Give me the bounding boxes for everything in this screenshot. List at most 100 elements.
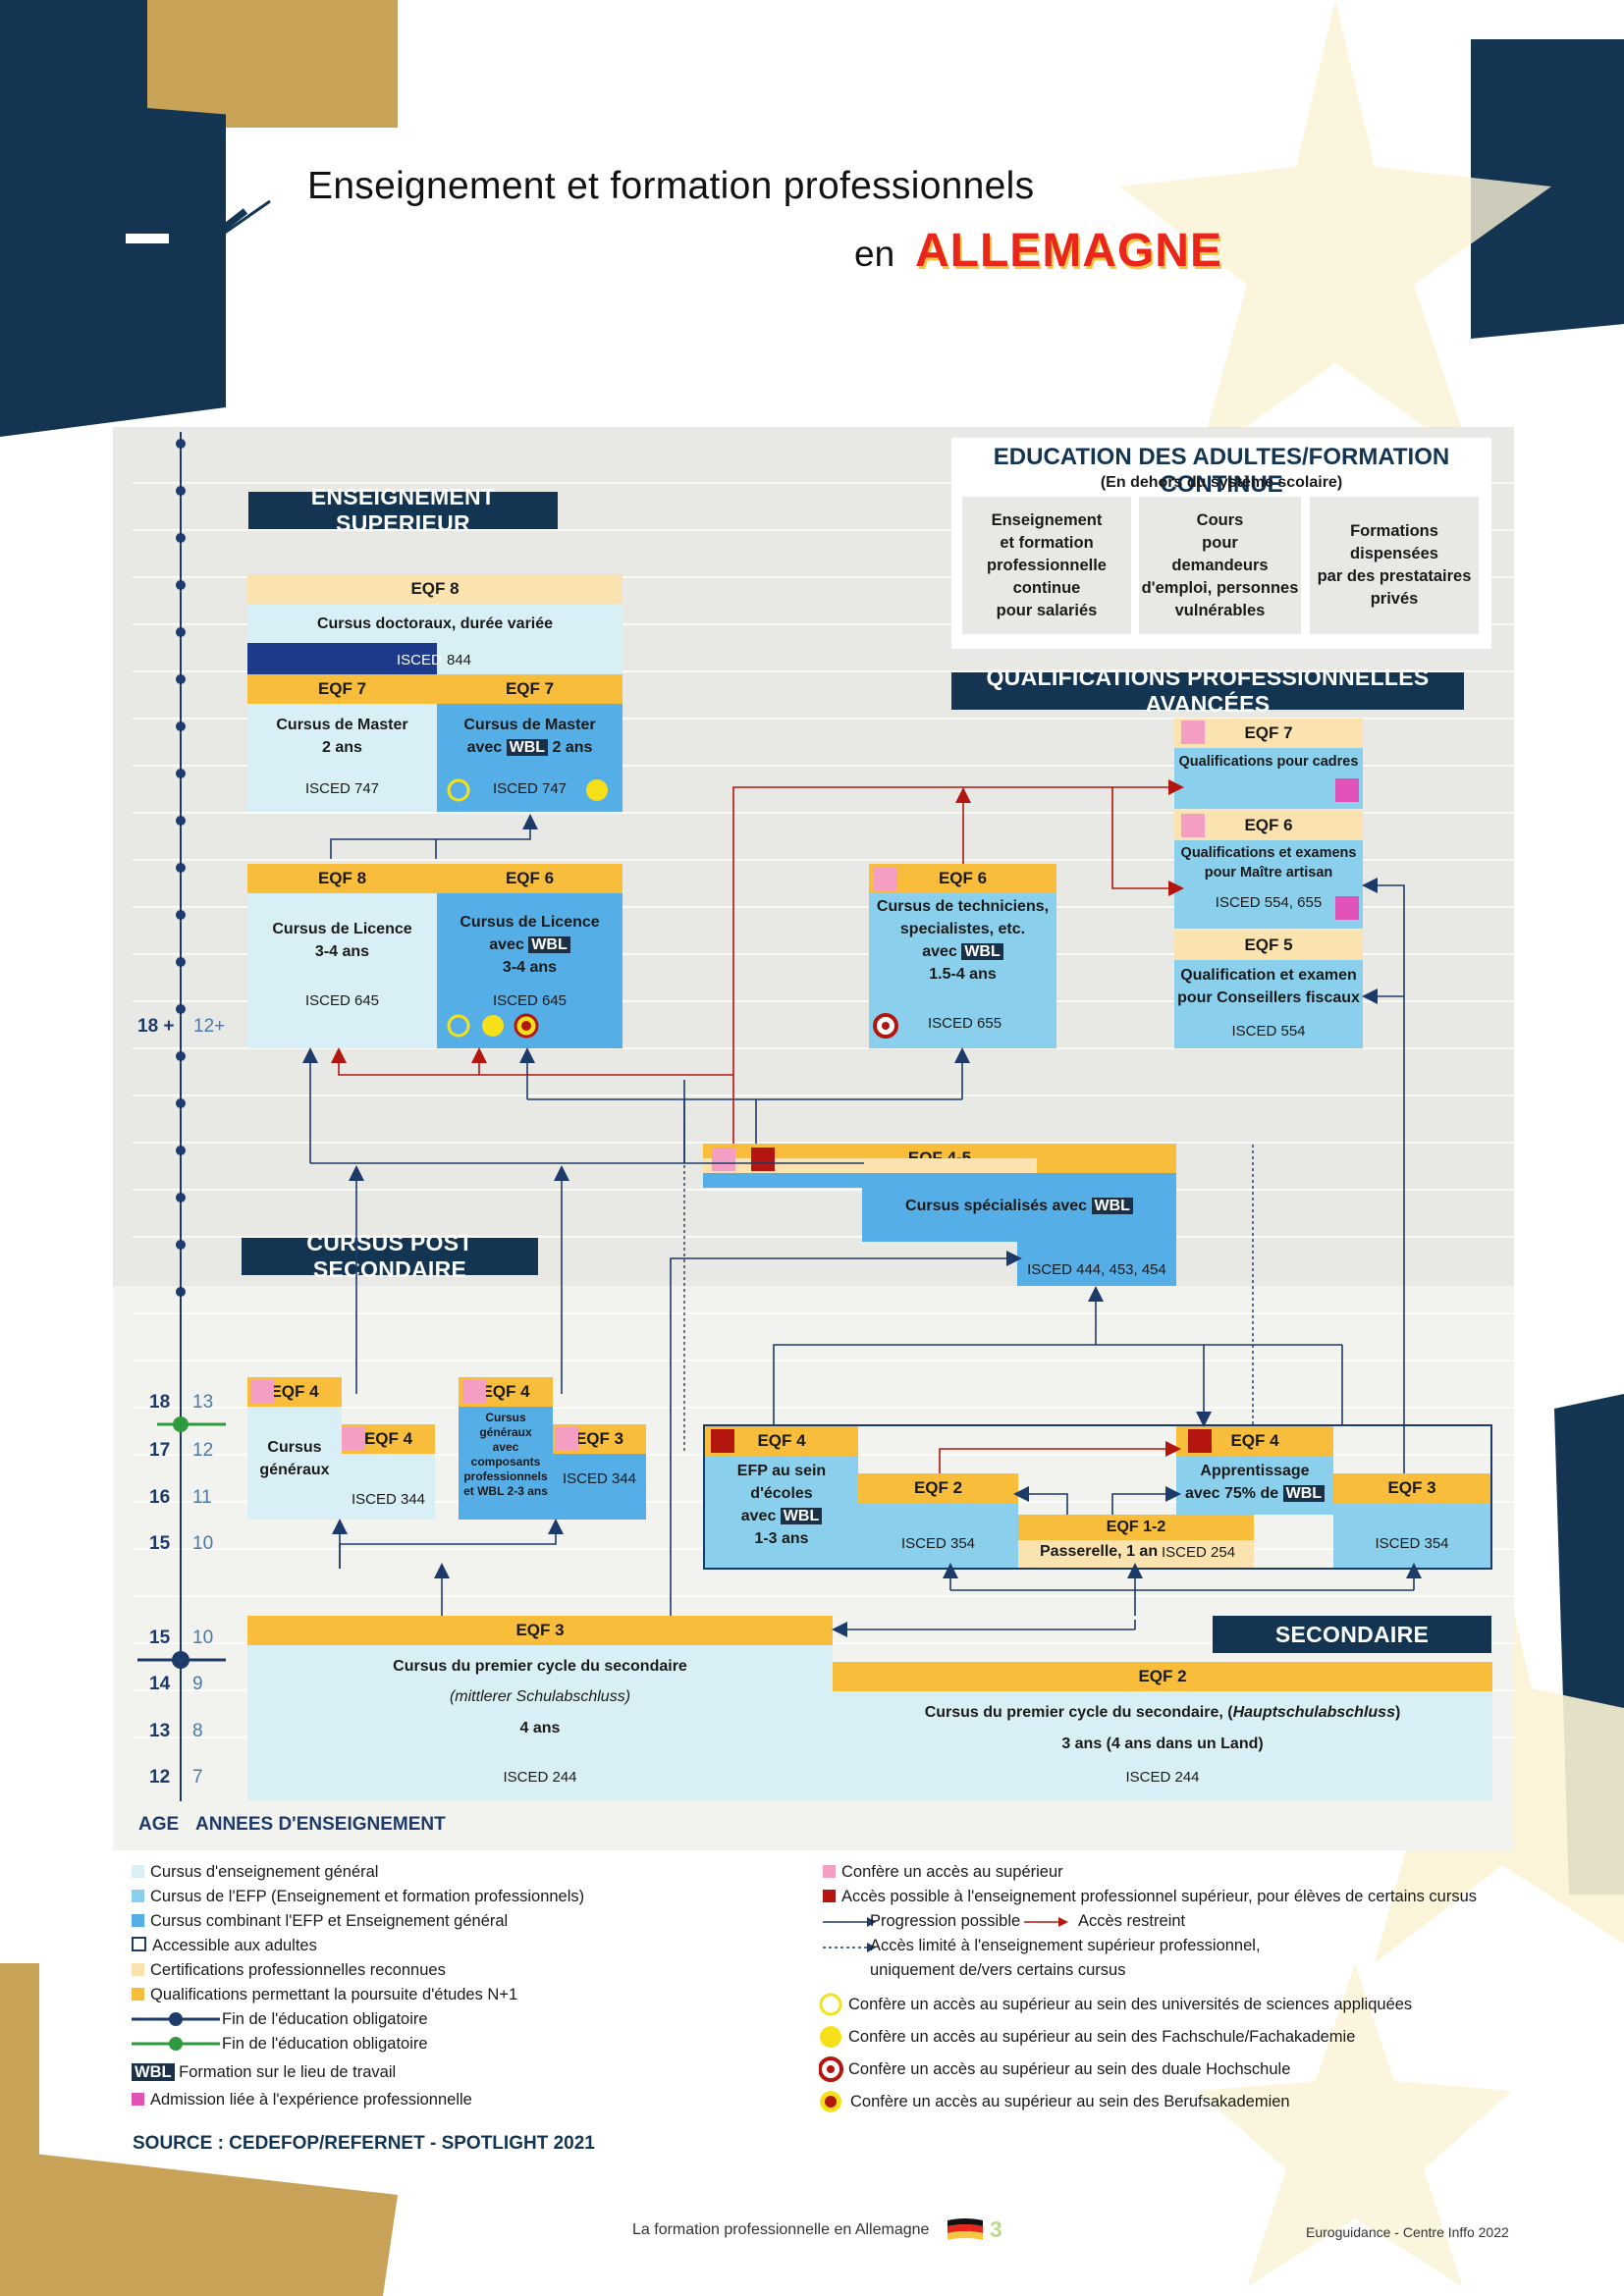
eqf-badge: EQF 1-2	[1018, 1515, 1254, 1540]
isced-label: ISCED 244	[503, 1769, 577, 1786]
eqf-badge: EQF 7	[1174, 719, 1363, 748]
legend-adults: Accessible aux adultes	[132, 1936, 317, 1955]
adult-title: EDUCATION DES ADULTES/FORMATION CONTINUE	[993, 444, 1450, 498]
year-label: 9	[192, 1674, 203, 1694]
pink-marker	[1181, 721, 1205, 744]
year-label: 10	[192, 1533, 214, 1554]
wbl-tag: WBL	[1282, 1485, 1326, 1502]
specialised-isced: ISCED 444, 453, 454	[1017, 1242, 1176, 1286]
isced-label: ISCED 655	[928, 1015, 1002, 1032]
legend-circles	[819, 1993, 843, 2112]
pink-marker	[462, 1380, 486, 1404]
pink-marker	[250, 1380, 274, 1404]
cadres-text: Qualifications pour cadres	[1178, 754, 1359, 770]
header-secondary: SECONDAIRE	[1213, 1616, 1491, 1653]
year-label: 10	[192, 1628, 214, 1648]
title-line1: Enseignement et formation professionnels	[307, 165, 1035, 207]
lower-sec2-duration: 3 ans (4 ans dans un Land)	[1061, 1735, 1264, 1752]
cadres-box: Qualifications pour cadres	[1174, 748, 1363, 809]
wbl-tag: WBL	[780, 1508, 823, 1524]
age-label: 15	[149, 1628, 171, 1648]
red-marker	[1188, 1429, 1212, 1453]
pink-marker	[1181, 814, 1205, 837]
apprentice-box: Apprentissage avec 75% de WBL	[1176, 1456, 1333, 1515]
isced-label: ISCED 747	[304, 780, 380, 797]
apprentice2-box: ISCED 354	[1333, 1503, 1490, 1568]
legend-lines	[132, 2012, 220, 2051]
legend-compulsory-end: Fin de l'éducation obligatoire	[222, 2010, 428, 2028]
technicians-duration: 1.5-4 ans	[929, 966, 997, 983]
legend-vet: Cursus de l'EFP (Enseignement et formati…	[132, 1887, 584, 1906]
circle-markers	[447, 778, 608, 802]
legend-recognised: Certifications professionnelles reconnue…	[132, 1960, 446, 1980]
legend-circle-3: Confère un accès au supérieur au sein de…	[848, 2060, 1291, 2078]
legend-combined: Cursus combinant l'EFP et Enseignement g…	[132, 1911, 508, 1931]
red-marker	[711, 1429, 734, 1453]
wbl-tag: WBL	[506, 739, 549, 756]
bachelor-wbl-text: Cursus de Licence avec	[460, 914, 600, 953]
bachelor-box: Cursus de Licence 3-4 ans ISCED 645	[247, 893, 437, 1048]
age-label: 15	[149, 1533, 171, 1554]
vet-school-box: EFP au sein d'écoles avec WBL 1-3 ans	[705, 1456, 858, 1568]
legend-restricted: Accès restreint	[1078, 1912, 1186, 1930]
lower-sec2-text: Cursus du premier cycle du secondaire, (	[924, 1704, 1233, 1721]
isced-label: ISCED 254	[1162, 1544, 1236, 1561]
lower-sec2-box: Cursus du premier cycle du secondaire, (…	[833, 1691, 1492, 1800]
master-wbl-duration: 2 ans	[552, 739, 593, 756]
adult-col-private: Formations dispensées par des prestatair…	[1310, 497, 1479, 634]
legend-arrows	[823, 1917, 1068, 1952]
vet-group-border	[703, 1424, 1492, 1570]
isced-label: ISCED 244	[1125, 1769, 1200, 1786]
pink-marker	[342, 1427, 365, 1451]
age-label: 17	[149, 1440, 171, 1461]
legend-circle-2: Confère un accès au supérieur au sein de…	[848, 2028, 1356, 2046]
eqf-badge: EQF 7	[247, 674, 437, 704]
eqf-badge: EQF 3	[247, 1616, 833, 1645]
eqf-badge: EQF 7	[437, 674, 623, 704]
general-upper-box: Cursus généraux	[247, 1407, 342, 1520]
legend-circle-1: Confère un accès au supérieur au sein de…	[848, 1996, 1413, 2013]
wbl-tag: WBL	[961, 943, 1003, 960]
adult-col-employees: Enseignement et formation professionnell…	[962, 497, 1131, 634]
isced-label: ISCED 354	[900, 1535, 976, 1552]
isced-label: ISCED 344	[562, 1470, 637, 1487]
age-label: 13	[149, 1721, 171, 1741]
year-label: 12	[192, 1440, 214, 1461]
phd-isced-row: ISCED 844	[247, 643, 623, 677]
adult-subtitle: (En dehors du système scolaire)	[1100, 474, 1343, 491]
eqf-badge: EQF 6	[1174, 811, 1363, 840]
eqf-badge: EQF 2	[858, 1473, 1018, 1503]
general-upper-text: Cursus généraux	[259, 1439, 330, 1478]
german-flag-icon	[947, 2218, 983, 2240]
age-18plus: 18 +	[137, 1016, 175, 1037]
vet-school-text: EFP au sein d'écoles avec	[736, 1463, 827, 1524]
isced-label: ISCED 344	[351, 1491, 426, 1508]
artisan-text: Qualifications et examens pour Maître ar…	[1180, 845, 1357, 881]
wbl-tag: WBL	[528, 936, 570, 953]
tax-box: Qualification et examen pour Conseillers…	[1174, 960, 1363, 1048]
eqf-badge: EQF 6	[437, 864, 623, 893]
age-label: 18	[149, 1392, 171, 1413]
legend-progress: Progression possible	[870, 1912, 1021, 1930]
isced-label: ISCED 747	[492, 780, 568, 797]
eqf-badge: EQF 6	[869, 864, 1056, 893]
isced-label: ISCED	[397, 652, 442, 668]
isced-label: ISCED 554, 655	[1215, 894, 1323, 911]
lower-sec-text: Cursus du premier cycle du secondaire	[393, 1658, 687, 1675]
legend-compulsory-end-2: Fin de l'éducation obligatoire	[222, 2035, 428, 2053]
isced-code: 844	[447, 652, 472, 668]
axis-years-label: ANNEES D'ENSEIGNEMENT	[195, 1814, 446, 1835]
footer-right: Euroguidance - Centre Inffo 2022	[1306, 2224, 1509, 2240]
legend-circle-4: Confère un accès au supérieur au sein de…	[850, 2093, 1290, 2110]
bachelor-text: Cursus de Licence 3-4 ans	[272, 921, 412, 960]
title-prefix: en	[854, 234, 895, 274]
legend-general: Cursus d'enseignement général	[132, 1862, 378, 1882]
magenta-marker	[1335, 896, 1359, 920]
adult-col-jobseekers: Cours pour demandeurs d'emploi, personne…	[1139, 497, 1301, 634]
year-label: 7	[192, 1767, 203, 1788]
bachelor-wbl-duration: 3-4 ans	[502, 959, 558, 976]
legend-further-study: Qualifications permettant la poursuite d…	[132, 1985, 517, 2004]
pink-marker	[555, 1427, 578, 1451]
axis-age-label: AGE	[138, 1814, 180, 1835]
year-12plus: 12+	[193, 1016, 226, 1037]
